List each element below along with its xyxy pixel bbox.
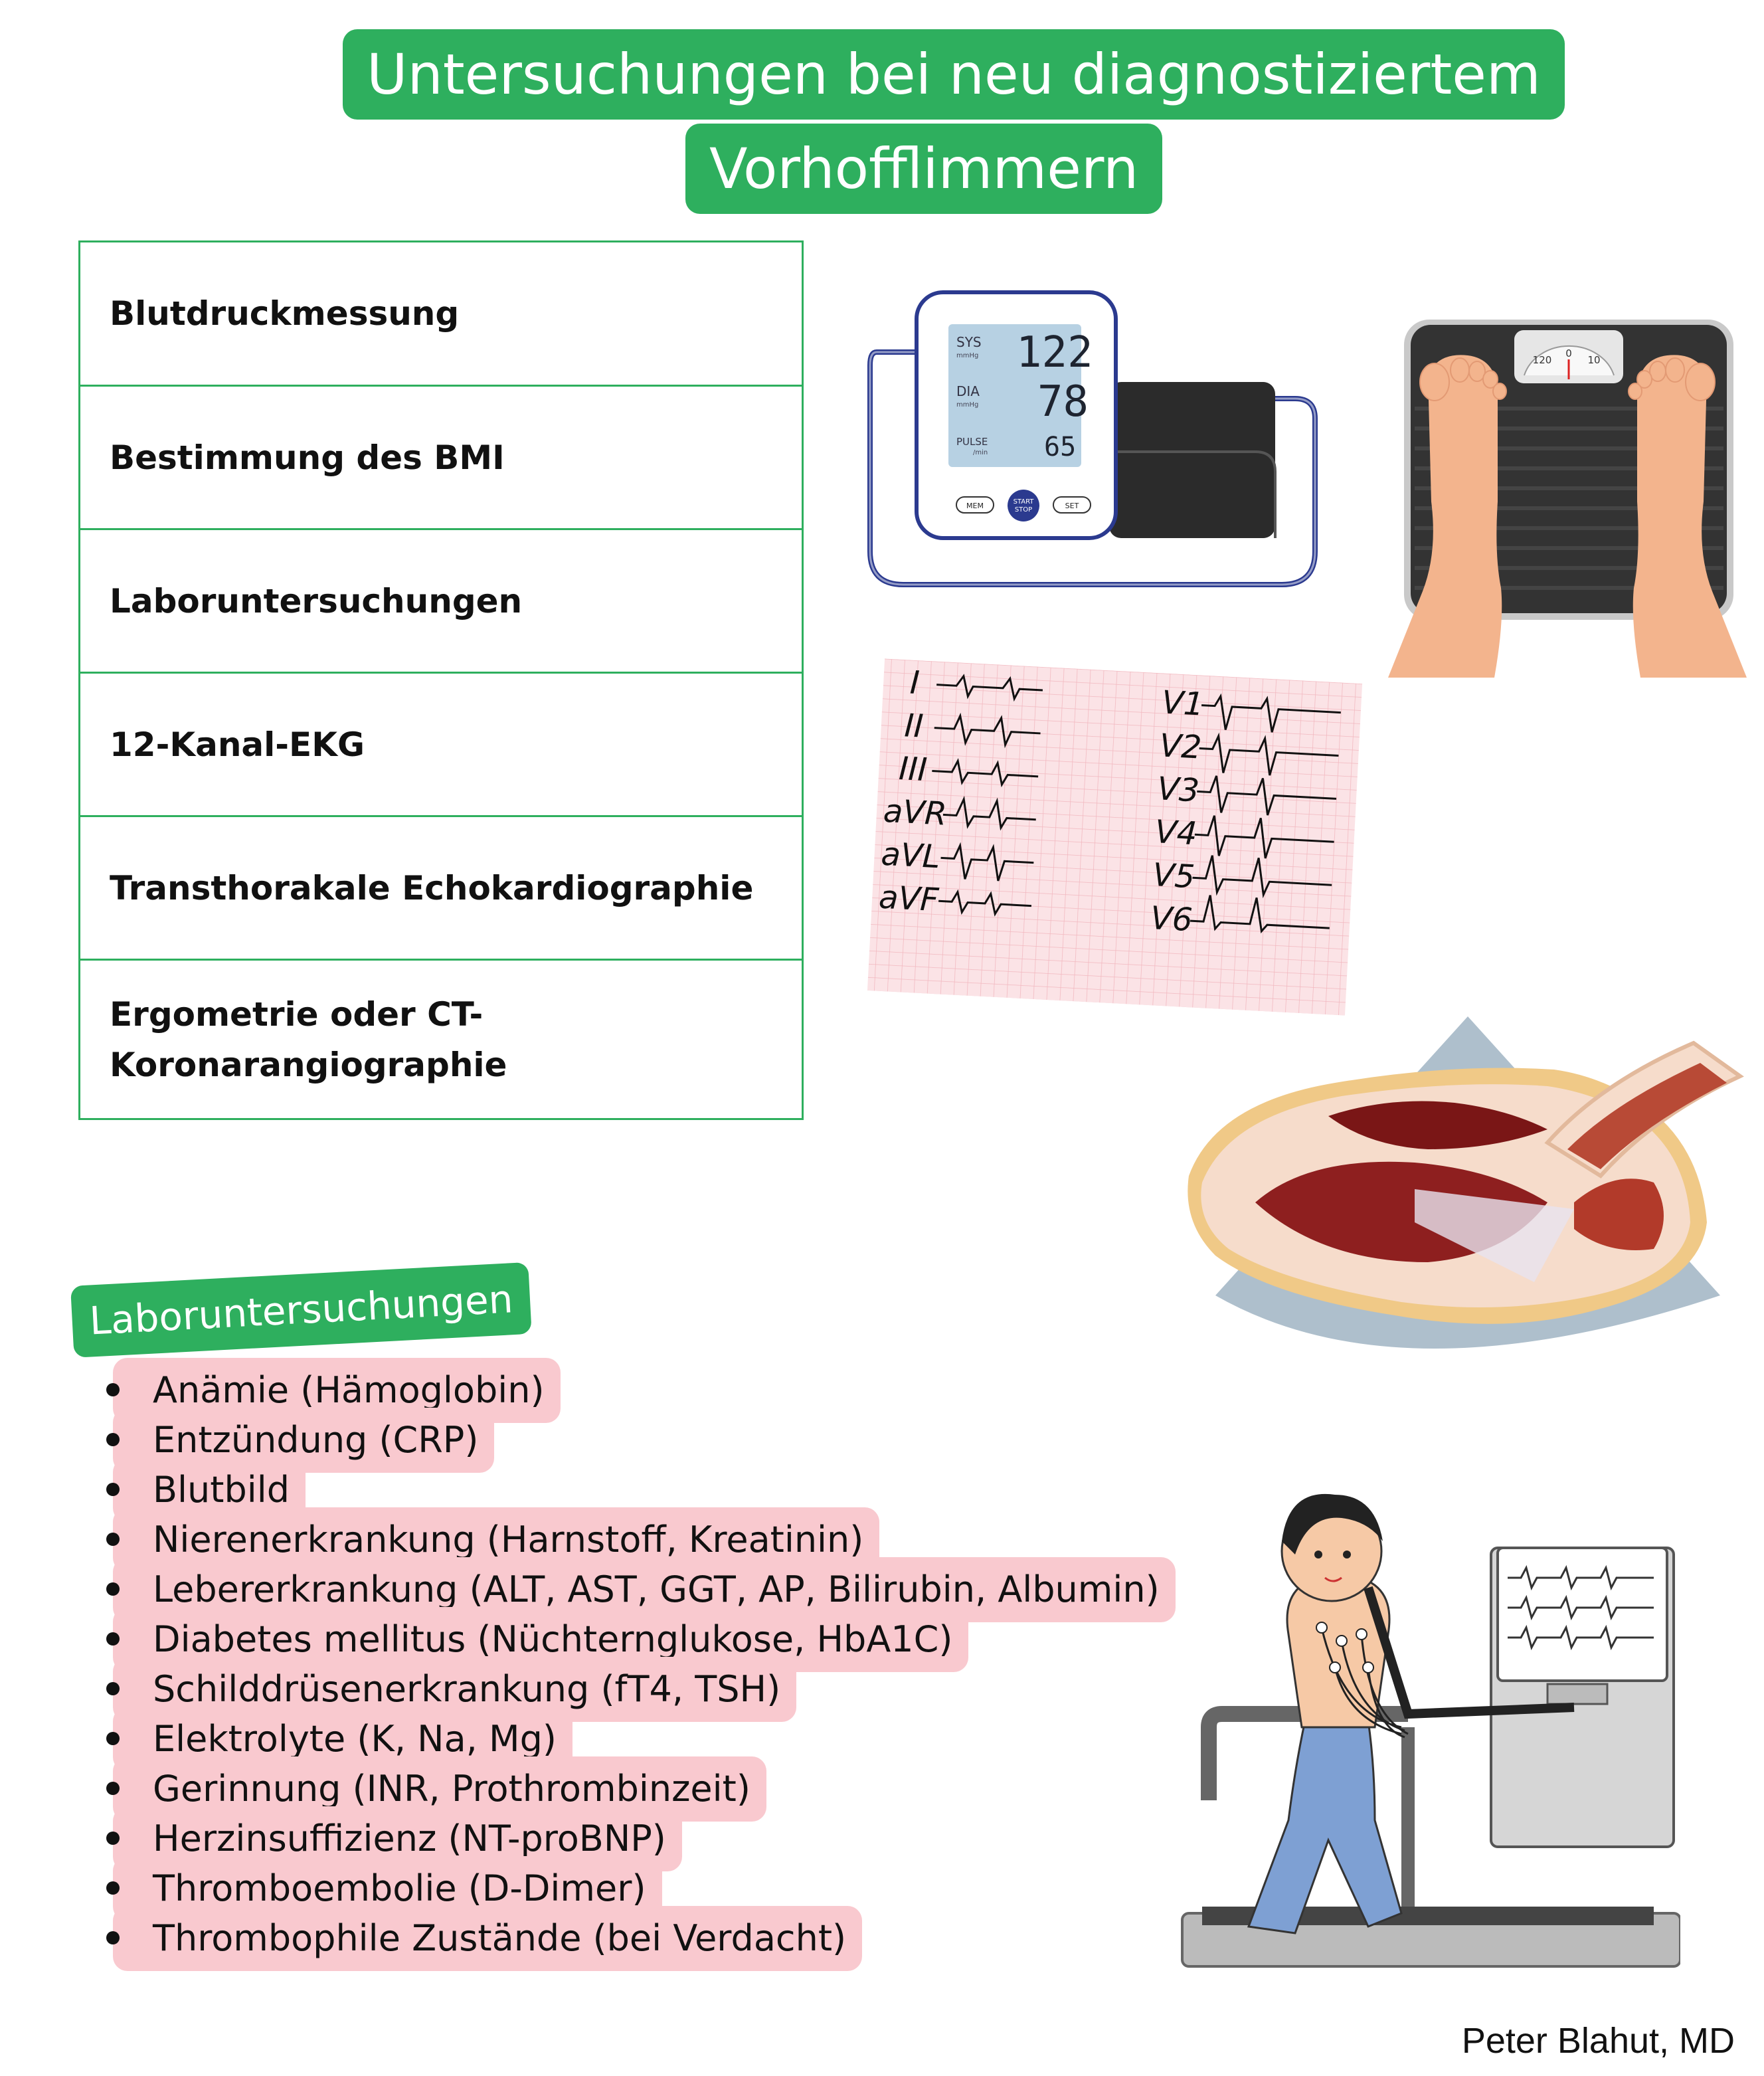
bullet-icon [106, 1533, 120, 1546]
lab-section-heading: Laboruntersuchungen [70, 1262, 532, 1358]
ecg-lead-label: V5 [1152, 856, 1195, 896]
sys-value: 122 [1016, 328, 1093, 377]
bathroom-scale-icon: 120 0 10 [1388, 320, 1747, 678]
page-title-line-1: Untersuchungen bei neu diagnostiziertem [343, 29, 1565, 120]
exam-label: 12-Kanal-EKG [110, 725, 365, 764]
ecg-lead-label: II [903, 707, 924, 745]
ecg-lead-label: aVF [878, 879, 940, 919]
author-credit: Peter Blahut, MD [1461, 2021, 1735, 2061]
scale-dial-center: 0 [1565, 347, 1572, 359]
bullet-icon [106, 1881, 120, 1895]
bullet-icon [106, 1632, 120, 1646]
sys-label: SYS [956, 334, 982, 350]
pulse-label: PULSE [956, 436, 988, 448]
lab-item-label: Thrombophile Zustände (bei Verdacht) [113, 1906, 863, 1971]
bullet-icon [106, 1832, 120, 1845]
start-button-label: START [1014, 498, 1035, 506]
bullet-icon [106, 1732, 120, 1745]
exam-row: Blutdruckmessung [80, 242, 802, 385]
dia-unit: mmHg [956, 401, 978, 409]
exam-label: Blutdruckmessung [110, 294, 460, 333]
ecg-lead-label: V3 [1156, 770, 1200, 809]
bullet-icon [106, 1582, 120, 1596]
exam-label: Bestimmung des BMI [110, 438, 505, 477]
bullet-icon [106, 1782, 120, 1795]
exam-row: Ergometrie oder CT-Koronarangiographie [80, 959, 802, 1118]
exam-row: Laboruntersuchungen [80, 528, 802, 672]
dia-value: 78 [1037, 377, 1089, 426]
exam-row: Bestimmung des BMI [80, 385, 802, 528]
ecg-lead-label: V4 [1154, 813, 1198, 852]
set-button-label: SET [1065, 502, 1079, 510]
exam-table: Blutdruckmessung Bestimmung des BMI Labo… [78, 240, 804, 1120]
bullet-icon [106, 1682, 120, 1695]
ecg-lead-label: aVL [880, 836, 941, 876]
bullet-icon [106, 1931, 120, 1944]
pulse-value: 65 [1044, 432, 1076, 462]
mem-button-label: MEM [966, 502, 984, 510]
ecg-lead-label: III [898, 750, 928, 789]
page-title-line-2: Vorhofflimmern [685, 124, 1163, 214]
ecg-lead-label: aVR [883, 793, 948, 833]
lab-item-label: Schilddrüsenerkrankung (fT4, TSH) [113, 1657, 797, 1722]
echocardiography-heart-icon [1188, 1016, 1744, 1349]
exam-label: Transthorakale Echokardiographie [110, 868, 754, 907]
ecg-lead-label: V6 [1150, 899, 1193, 939]
bullet-icon [106, 1383, 120, 1396]
exam-label: Ergometrie oder CT-Koronarangiographie [110, 994, 507, 1084]
ecg-strip-icon: I II III aVR aVL aVF V1 V2 V3 V4 V5 V6 [867, 658, 1363, 1016]
pulse-unit: /min [973, 449, 988, 456]
dia-label: DIA [956, 383, 980, 399]
bullet-icon [106, 1433, 120, 1446]
scale-dial-right: 10 [1587, 354, 1600, 366]
exam-label: Laboruntersuchungen [110, 581, 523, 620]
exam-row: 12-Kanal-EKG [80, 672, 802, 815]
bullet-icon [106, 1483, 120, 1496]
ecg-lead-label: V1 [1161, 684, 1205, 723]
sys-unit: mmHg [956, 352, 978, 359]
blood-pressure-monitor-icon: SYS mmHg 122 DIA mmHg 78 PULSE /min 65 M… [867, 290, 1318, 587]
ecg-lead-label: I [909, 664, 921, 702]
exam-row: Transthorakale Echokardiographie [80, 815, 802, 959]
ergometry-treadmill-icon [1181, 1493, 1680, 1968]
scale-dial-left: 120 [1533, 354, 1552, 366]
ecg-lead-label: V2 [1158, 727, 1202, 766]
stop-button-label: STOP [1015, 506, 1032, 514]
